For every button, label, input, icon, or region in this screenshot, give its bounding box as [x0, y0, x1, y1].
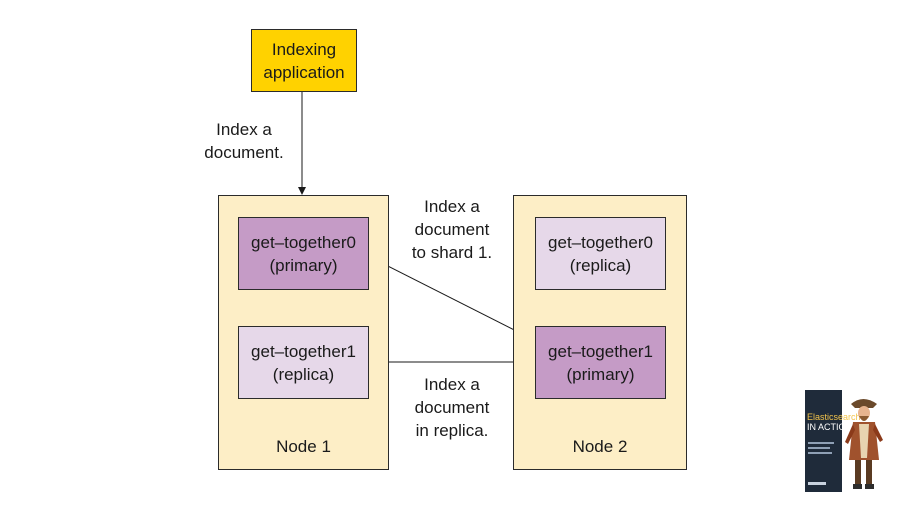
node-1: get–together0 (primary) get–together1 (r…: [218, 195, 389, 470]
node1-shard1-role: (replica): [272, 364, 335, 384]
indexing-application-line1: Indexing: [271, 39, 337, 59]
arrow-primary0-to-primary1: [367, 255, 535, 341]
index-to-shard-line2: document: [414, 220, 490, 239]
node2-shard0-role: (replica): [569, 255, 632, 275]
index-to-shard-label: Index a document to shard 1.: [400, 195, 504, 264]
index-document-label: Index a document.: [196, 118, 292, 164]
book-cover-figure-illustration: [808, 399, 883, 489]
indexing-application-line2: application: [263, 62, 345, 82]
index-in-replica-line3: in replica.: [415, 421, 489, 440]
index-in-replica-line2: document: [414, 398, 490, 417]
node2-get-together0-replica: get–together0 (replica): [535, 217, 666, 290]
node1-get-together1-replica: get–together1 (replica): [238, 326, 369, 399]
index-to-shard-line1: Index a: [424, 197, 480, 216]
index-document-label-line2: document.: [204, 143, 284, 162]
node-2: get–together0 (replica) get–together1 (p…: [513, 195, 687, 470]
index-in-replica-line1: Index a: [424, 375, 480, 394]
node2-shard0-name: get–together0: [548, 232, 653, 252]
book-cover-title: Elasticsearch IN ACTION: [807, 412, 861, 432]
indexing-application-box: Indexing application: [251, 29, 357, 92]
node-1-label: Node 1: [276, 437, 331, 456]
node2-shard1-name: get–together1: [548, 341, 653, 361]
node-2-label: Node 2: [572, 437, 628, 456]
node1-shard0-name: get–together0: [251, 232, 356, 252]
book-cover-title-line1: Elasticsearch: [807, 412, 861, 422]
book-cover-panel: Elasticsearch IN ACTION: [805, 390, 861, 492]
book-cover-image: Elasticsearch IN ACTION: [805, 390, 883, 492]
index-to-shard-line3: to shard 1.: [411, 243, 493, 262]
index-document-label-line1: Index a: [216, 120, 272, 139]
node1-shard0-role: (primary): [269, 255, 338, 275]
book-cover-title-line2: IN ACTION: [807, 422, 853, 432]
node1-shard1-name: get–together1: [251, 341, 356, 361]
node2-shard1-role: (primary): [566, 364, 635, 384]
node1-get-together0-primary: get–together0 (primary): [238, 217, 369, 290]
index-in-replica-label: Index a document in replica.: [400, 373, 504, 442]
node2-get-together1-primary: get–together1 (primary): [535, 326, 666, 399]
